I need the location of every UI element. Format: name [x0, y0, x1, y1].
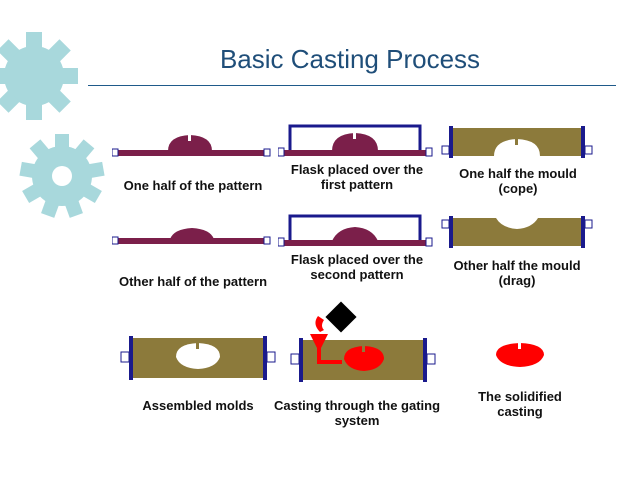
step5-caption: Flask placed over the second pattern — [290, 252, 424, 282]
step1-pattern-graphic — [112, 135, 271, 157]
step5-flask-graphic — [278, 214, 433, 247]
step3-cope-graphic — [441, 126, 593, 158]
step6-caption: Other half the mould (drag) — [453, 258, 581, 288]
step6-drag-graphic — [441, 216, 593, 248]
page-title: Basic Casting Process — [219, 44, 481, 74]
step4-pattern-graphic — [112, 228, 271, 245]
step7-caption: Assembled molds — [142, 398, 254, 413]
step7-assembled-graphic — [120, 336, 276, 380]
step1-caption: One half of the pattern — [123, 178, 263, 193]
step4-caption: Other half of the pattern — [118, 274, 268, 289]
gear-icon-large — [0, 32, 78, 120]
step3-caption: One half the mould (cope) — [459, 166, 577, 196]
title-divider — [88, 85, 616, 86]
step9-casting-graphic — [496, 343, 544, 367]
step2-flask-graphic — [278, 124, 433, 157]
step9-caption: The solidified casting — [478, 389, 562, 419]
step8-caption: Casting through the gating system — [273, 398, 441, 428]
step2-caption: Flask placed over the first pattern — [290, 162, 424, 192]
gear-icon-small — [19, 134, 105, 218]
step8-pouring-graphic — [290, 301, 436, 382]
